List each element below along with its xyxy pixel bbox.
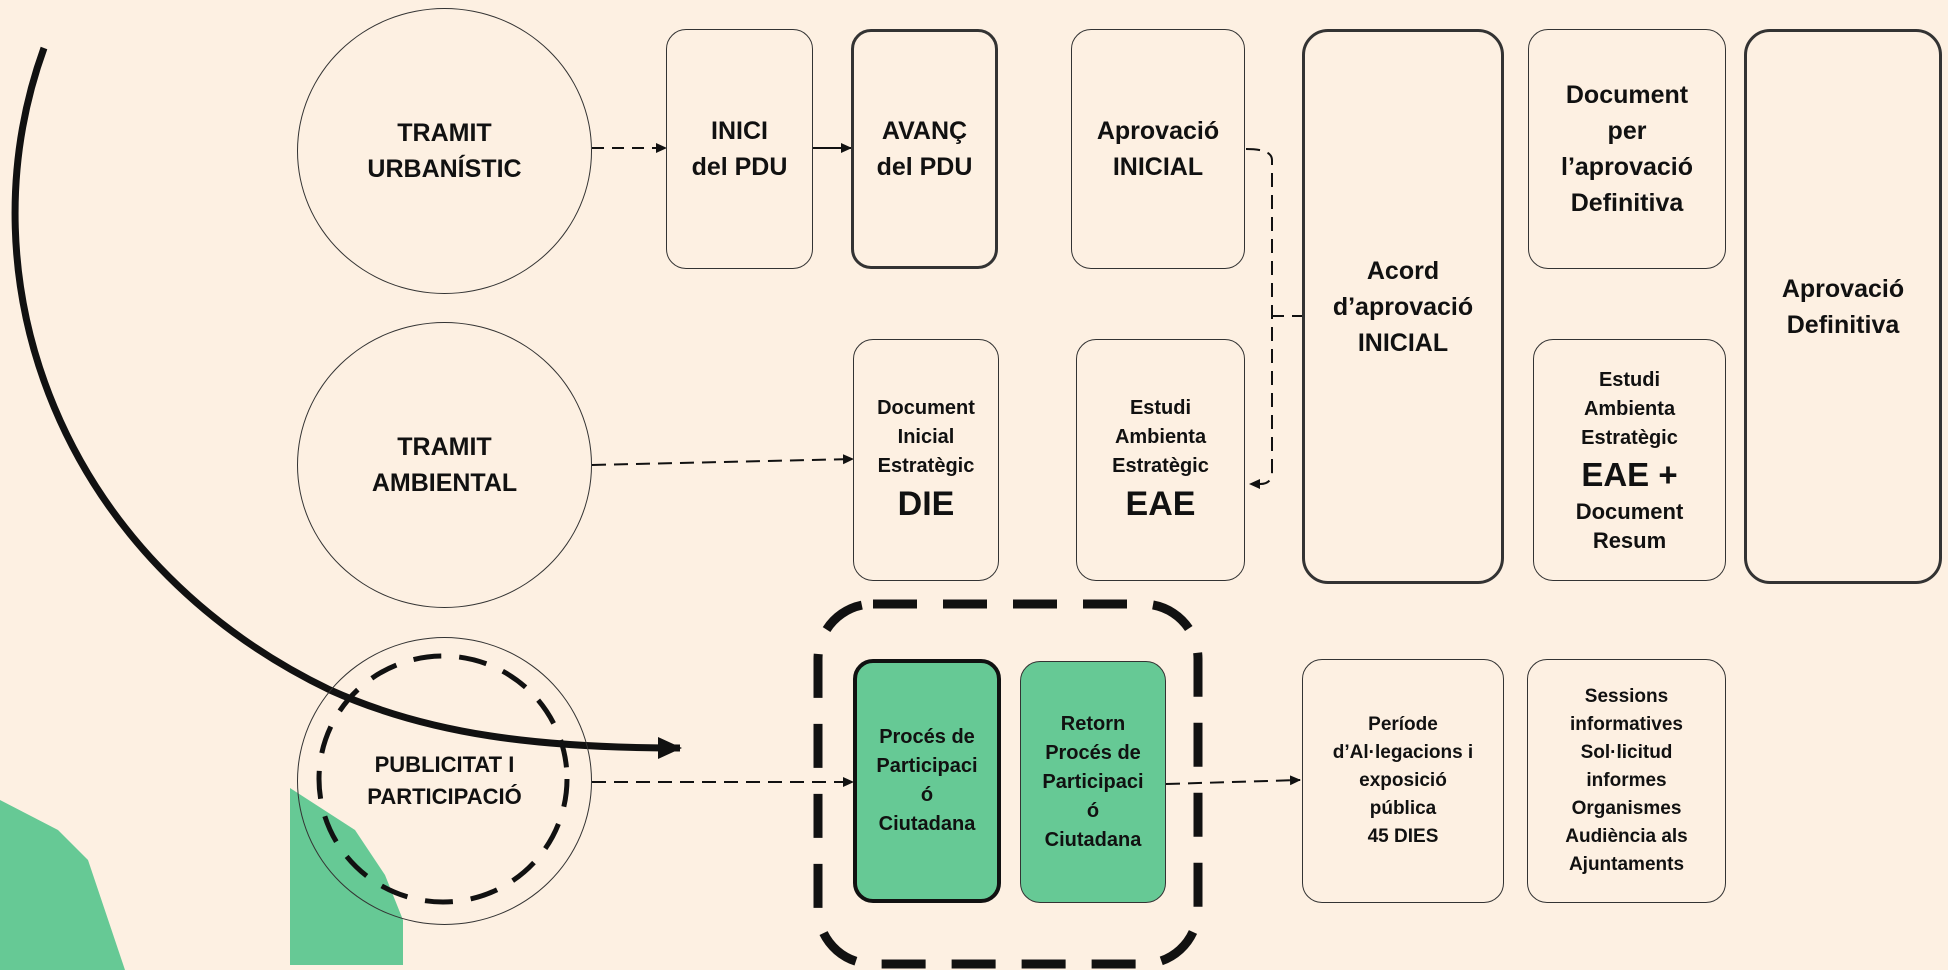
row-label-line: TRAMIT <box>397 119 492 147</box>
green-blob-left <box>0 800 125 970</box>
box-line: Resum <box>1592 527 1667 553</box>
box-retorn-proces-participacio: Retorn Procés de Participaci ó Ciutadana <box>1020 661 1166 903</box>
box-line: Sessions <box>1584 686 1669 707</box>
arrow-ambiental-to-die <box>591 454 854 466</box>
box-line: Document <box>877 396 975 419</box>
arrow-retorn-to-periode <box>1165 775 1301 786</box>
box-line: Definitiva <box>1570 189 1684 217</box>
bracket-to-acord <box>1245 148 1273 489</box>
box-line: Aprovació <box>1781 274 1905 303</box>
box-aprovacio-inicial: Aprovació INICIAL <box>1071 29 1245 269</box>
box-line: Definitiva <box>1786 310 1900 339</box>
row-publicitat-participacio: PUBLICITAT I PARTICIPACIÓ <box>297 637 592 925</box>
box-line: informes <box>1586 770 1667 791</box>
box-line: Retorn <box>1060 712 1126 735</box>
box-line: Ciutadana <box>1044 828 1142 851</box>
box-line: Estratègic <box>1581 426 1678 449</box>
row-label-line: PUBLICITAT I <box>374 752 515 777</box>
box-proces-participacio: Procés de Participaci ó Ciutadana <box>853 659 1001 903</box>
box-line: Audiència als <box>1565 826 1688 847</box>
row-label-line: PARTICIPACIÓ <box>367 784 522 809</box>
box-document-aprovacio-definitiva: Document per l’aprovació Definitiva <box>1528 29 1726 269</box>
box-line: Participaci <box>1042 770 1144 793</box>
box-line: Organismes <box>1571 798 1682 819</box>
box-avanc-pdu: AVANÇ del PDU <box>851 29 998 269</box>
box-abbr: EAE + <box>1581 455 1678 493</box>
box-line: 45 DIES <box>1367 826 1439 847</box>
box-line: del PDU <box>876 153 973 181</box>
box-line: exposició <box>1359 770 1447 791</box>
box-aprovacio-definitiva: Aprovació Definitiva <box>1744 29 1942 584</box>
box-line: d’aprovació <box>1332 292 1474 321</box>
box-eae-document-resum: Estudi Ambienta Estratègic EAE + Documen… <box>1533 339 1726 581</box>
box-line: Període <box>1368 714 1438 735</box>
box-line: AVANÇ <box>881 117 968 145</box>
box-line: l’aprovació <box>1561 153 1693 181</box>
row-tramit-ambiental: TRAMIT AMBIENTAL <box>297 322 592 608</box>
box-inici-pdu: INICI del PDU <box>666 29 813 269</box>
box-line: Estudi <box>1129 396 1192 419</box>
box-line: ó <box>920 784 934 806</box>
box-acord-aprovacio-inicial: Acord d’aprovació INICIAL <box>1302 29 1504 584</box>
row-tramit-urbanistic: TRAMIT URBANÍSTIC <box>297 8 592 294</box>
box-line: Document <box>1575 498 1684 524</box>
box-line: INICI <box>711 117 768 145</box>
box-line: Ambienta <box>1114 425 1207 448</box>
box-line: INICIAL <box>1357 328 1449 357</box>
box-line: d’Al·legacions i <box>1332 742 1474 763</box>
box-line: Participaci <box>876 755 978 777</box>
row-label-line: URBANÍSTIC <box>367 155 522 183</box>
box-periode-allegacions: Període d’Al·legacions i exposició públi… <box>1302 659 1504 903</box>
box-line: del PDU <box>691 153 788 181</box>
box-eae: Estudi Ambienta Estratègic EAE <box>1076 339 1245 581</box>
box-line: Ajuntaments <box>1568 854 1685 875</box>
box-line: pública <box>1369 798 1437 819</box>
box-line: Estratègic <box>877 454 975 477</box>
box-line: per <box>1607 117 1647 145</box>
box-line: Ambienta <box>1583 397 1676 420</box>
box-abbr: DIE <box>897 484 955 523</box>
box-line: Sol·licitud <box>1580 742 1673 763</box>
box-line: informatives <box>1570 714 1683 735</box>
row-label-line: TRAMIT <box>397 433 492 461</box>
box-line: ó <box>1086 799 1100 822</box>
box-sessions-informatives: Sessions informatives Sol·licitud inform… <box>1527 659 1726 903</box>
box-line: Procés de <box>1045 741 1141 764</box>
box-line: Estratègic <box>1112 454 1209 477</box>
box-line: Estudi <box>1598 368 1661 391</box>
box-line: Acord <box>1366 256 1440 285</box>
box-line: INICIAL <box>1112 153 1204 181</box>
box-die: Document Inicial Estratègic DIE <box>853 339 999 581</box>
box-line: Procés de <box>879 726 975 748</box>
box-line: Inicial <box>897 425 955 448</box>
box-line: Ciutadana <box>878 813 976 835</box>
row-label-line: AMBIENTAL <box>371 469 518 497</box>
box-line: Aprovació <box>1096 117 1220 145</box>
box-line: Document <box>1565 81 1689 109</box>
box-abbr: EAE <box>1125 484 1196 523</box>
